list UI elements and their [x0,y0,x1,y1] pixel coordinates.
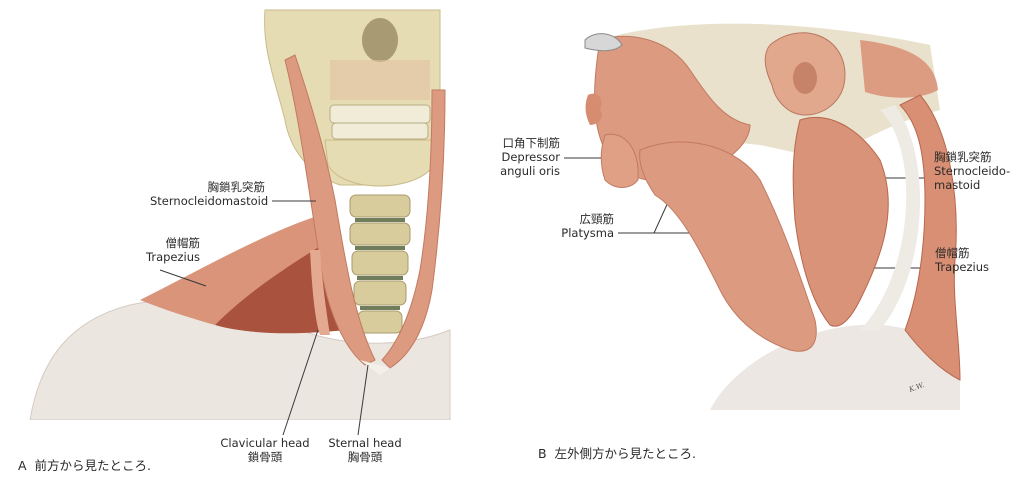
label-b-scm-en1: Sternocleido- [934,164,1011,178]
nasal-cavity [362,18,398,62]
nose-cartilage [584,33,623,52]
label-a-scm: 胸鎖乳突筋 Sternocleidomastoid [150,180,269,208]
ear-canal [793,62,817,94]
trapezius-muscle [140,215,330,325]
caption-a-text: 前方から見たところ. [34,458,151,473]
figure-b-illustration: K.W. [584,23,961,410]
label-a-trapezius: 僧帽筋 Trapezius [100,236,200,264]
scm-left [284,54,376,366]
label-a-clavicular-head-ja: 鎖骨頭 [247,450,283,464]
label-b-depressor: 口角下制筋 Depressor anguli oris [470,136,560,178]
label-a-sternal-head-en: Sternal head [328,436,402,450]
caption-b-letter: B [538,446,547,461]
tendon-sternal [360,360,390,375]
maxilla [330,60,430,100]
cervical-spine [349,194,411,334]
label-a-scm-en: Sternocleidomastoid [150,194,269,208]
caption-b: B 左外側方から見たところ. [538,443,696,462]
label-b-trapezius-en: Trapezius [935,260,989,274]
label-b-depressor-en1: Depressor [501,150,560,164]
label-a-sternal-head: Sternal head 胸骨頭 [325,436,405,464]
caption-a: A 前方から見たところ. [18,455,151,474]
figure-a-anterior-view: 胸鎖乳突筋 Sternocleidomastoid 僧帽筋 Trapezius [0,0,460,420]
label-b-trapezius-ja: 僧帽筋 [935,246,970,260]
label-b-depressor-ja: 口角下制筋 [502,136,561,150]
label-a-scm-ja: 胸鎖乳突筋 [207,180,266,194]
connective-tissue [860,105,920,330]
label-a-trapezius-ja: 僧帽筋 [165,236,201,250]
scm-muscle [792,116,889,327]
mandible [324,139,436,187]
figure-b-lateral-view: K.W. [560,0,1024,420]
label-b-platysma-en: Platysma [561,226,614,240]
scm-left-clavicular [310,250,330,335]
label-a-sternal-head-ja: 胸骨頭 [347,450,383,464]
shoulder-skin [710,324,960,410]
lips [585,93,602,125]
label-a-trapezius-en: Trapezius [146,250,200,264]
caption-b-text: 左外側方から見たところ. [554,446,697,461]
label-b-depressor-en2: anguli oris [500,164,560,178]
trapezius-muscle [899,94,961,381]
label-b-platysma: 広頸筋 Platysma [540,212,614,240]
figure-a-illustration [29,9,451,420]
label-b-trapezius: 僧帽筋 Trapezius [935,246,1015,274]
label-a-clavicular-head-en: Clavicular head [220,436,310,450]
teeth [329,104,431,140]
caption-a-letter: A [18,458,27,473]
label-b-scm-en2: mastoid [934,178,981,192]
scm-right [381,89,446,369]
label-b-platysma-ja: 広頸筋 [579,212,615,226]
platysma-muscle [639,141,817,352]
label-b-scm: 胸鎖乳突筋 Sternocleido- mastoid [934,150,1024,192]
posterior-head-muscle [860,40,938,98]
label-b-scm-ja: 胸鎖乳突筋 [934,150,992,164]
label-a-clavicular-head: Clavicular head 鎖骨頭 [210,436,320,464]
depressor-anguli-oris-muscle [600,133,639,188]
